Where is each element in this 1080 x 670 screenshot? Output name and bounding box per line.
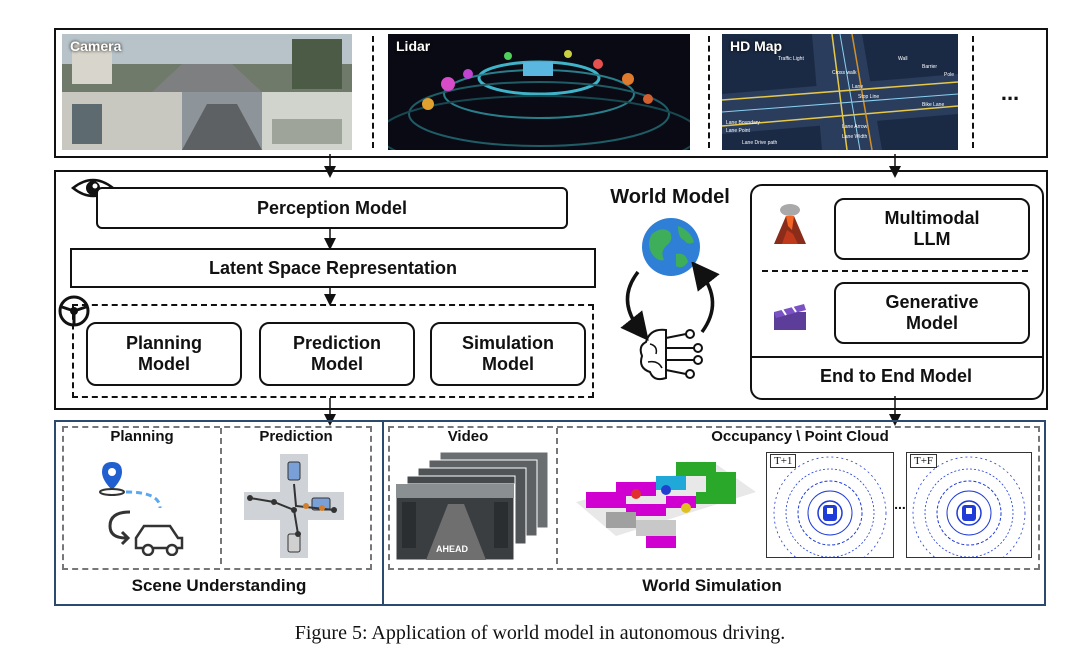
end-to-end-label: End to End Model bbox=[820, 366, 972, 386]
hd-map-tag: Traffic Light bbox=[778, 56, 804, 62]
planning-model-line2: Model bbox=[138, 354, 190, 374]
generative-model-box: Generative Model bbox=[834, 282, 1030, 344]
multimodal-llm-line2: LLM bbox=[913, 229, 951, 249]
hd-map-tag: Pole bbox=[944, 72, 955, 78]
hd-map-tag: Lane Point bbox=[726, 128, 750, 134]
lidar-label: Lidar bbox=[396, 38, 431, 54]
prediction-output-label: Prediction bbox=[259, 428, 333, 445]
ahead-road-marking: AHEAD bbox=[436, 544, 469, 554]
brain-circuit-icon bbox=[636, 322, 706, 391]
world-simulation-label: World Simulation bbox=[642, 576, 782, 595]
point-cloud-ellipsis: ... bbox=[894, 496, 906, 512]
globe-icon bbox=[640, 216, 702, 283]
hd-map-label: HD Map bbox=[730, 38, 783, 54]
prediction-model-line2: Model bbox=[311, 354, 363, 374]
world-model-title: World Model bbox=[610, 186, 730, 208]
sensor-divider bbox=[372, 36, 374, 148]
hd-map-tag: Lane bbox=[852, 84, 864, 90]
multimodal-llm-line1: Multimodal bbox=[884, 208, 980, 228]
hd-map-tag: Bike Lane bbox=[922, 102, 945, 108]
scene-inner-group bbox=[62, 426, 372, 570]
simulation-model-line1: Simulation bbox=[461, 333, 554, 353]
planning-model-line1: Planning bbox=[126, 333, 202, 353]
hd-map-tag: Stop Line bbox=[858, 94, 880, 100]
world-model-panel bbox=[54, 170, 1048, 410]
generative-model-line2: Model bbox=[906, 313, 958, 333]
planning-model-box: Planning Model bbox=[86, 322, 242, 386]
hd-map-tag: Barrier bbox=[922, 64, 938, 70]
scene-inner-divider bbox=[220, 428, 222, 564]
tf-label: T+F bbox=[910, 454, 938, 468]
cycle-arrows-icon bbox=[612, 261, 728, 347]
world-simulation-panel bbox=[380, 420, 1046, 606]
hd-map-tag: Wall bbox=[898, 56, 908, 62]
camera-collage-graphic bbox=[62, 34, 352, 150]
prediction-model-box: Prediction Model bbox=[259, 322, 415, 386]
latent-space-label: Latent Space Representation bbox=[208, 257, 458, 278]
scene-understanding-panel bbox=[54, 420, 384, 606]
perception-model-label: Perception Model bbox=[256, 197, 408, 218]
hd-map-graphic bbox=[722, 34, 958, 150]
end-to-end-divider bbox=[762, 270, 1028, 272]
hd-map-image: HD Map Traffic Light Cross walk Wall Bar… bbox=[722, 34, 958, 150]
occupancy-voxel-graphic bbox=[566, 452, 766, 563]
point-cloud-tf: T+F bbox=[906, 452, 1032, 558]
perception-model-box: Perception Model bbox=[96, 187, 568, 229]
hd-map-tag: Cross walk bbox=[832, 70, 857, 76]
simulation-model-box: Simulation Model bbox=[430, 322, 586, 386]
planning-output-label: Planning bbox=[110, 428, 174, 445]
hd-map-tag: Lane Width bbox=[842, 134, 868, 140]
clapperboard-icon bbox=[772, 300, 808, 337]
hd-map-tag: Lane Arrow bbox=[842, 124, 868, 130]
lidar-image: Lidar bbox=[388, 34, 690, 150]
control-models-group bbox=[72, 304, 594, 398]
multimodal-llm-box: Multimodal LLM bbox=[834, 198, 1030, 260]
prediction-model-line1: Prediction bbox=[292, 333, 381, 353]
occupancy-output-label: Occupancy \ Point Cloud bbox=[711, 428, 889, 445]
video-output-label: Video bbox=[447, 428, 489, 445]
more-sensors-ellipsis: ... bbox=[1000, 80, 1020, 105]
simulation-inner-group bbox=[388, 426, 1040, 570]
hd-map-tag: Lane Drive path bbox=[742, 140, 778, 146]
end-to-end-group bbox=[750, 184, 1044, 400]
point-cloud-t1: T+1 bbox=[766, 452, 894, 558]
simulation-model-line2: Model bbox=[482, 354, 534, 374]
scene-understanding-label: Scene Understanding bbox=[131, 576, 307, 595]
figure-caption: Figure 5: Application of world model in … bbox=[294, 622, 786, 644]
camera-label: Camera bbox=[70, 38, 122, 54]
route-planning-icon bbox=[96, 456, 192, 561]
lidar-graphic bbox=[388, 50, 690, 150]
video-frames-graphic: AHEAD bbox=[395, 451, 550, 567]
sensor-divider bbox=[972, 36, 974, 148]
generative-model-line1: Generative bbox=[885, 292, 979, 312]
volcano-icon bbox=[770, 200, 810, 249]
intersection-prediction-graphic bbox=[244, 454, 344, 563]
sensor-divider bbox=[708, 36, 710, 148]
end-to-end-bottom-rule bbox=[750, 356, 1042, 358]
simulation-inner-divider bbox=[556, 428, 558, 564]
hd-map-tag: Lane Boundary bbox=[726, 120, 760, 126]
t1-label: T+1 bbox=[770, 454, 797, 468]
camera-image: Camera bbox=[62, 34, 352, 150]
latent-space-box: Latent Space Representation bbox=[70, 248, 596, 288]
sensor-panel bbox=[54, 28, 1048, 158]
